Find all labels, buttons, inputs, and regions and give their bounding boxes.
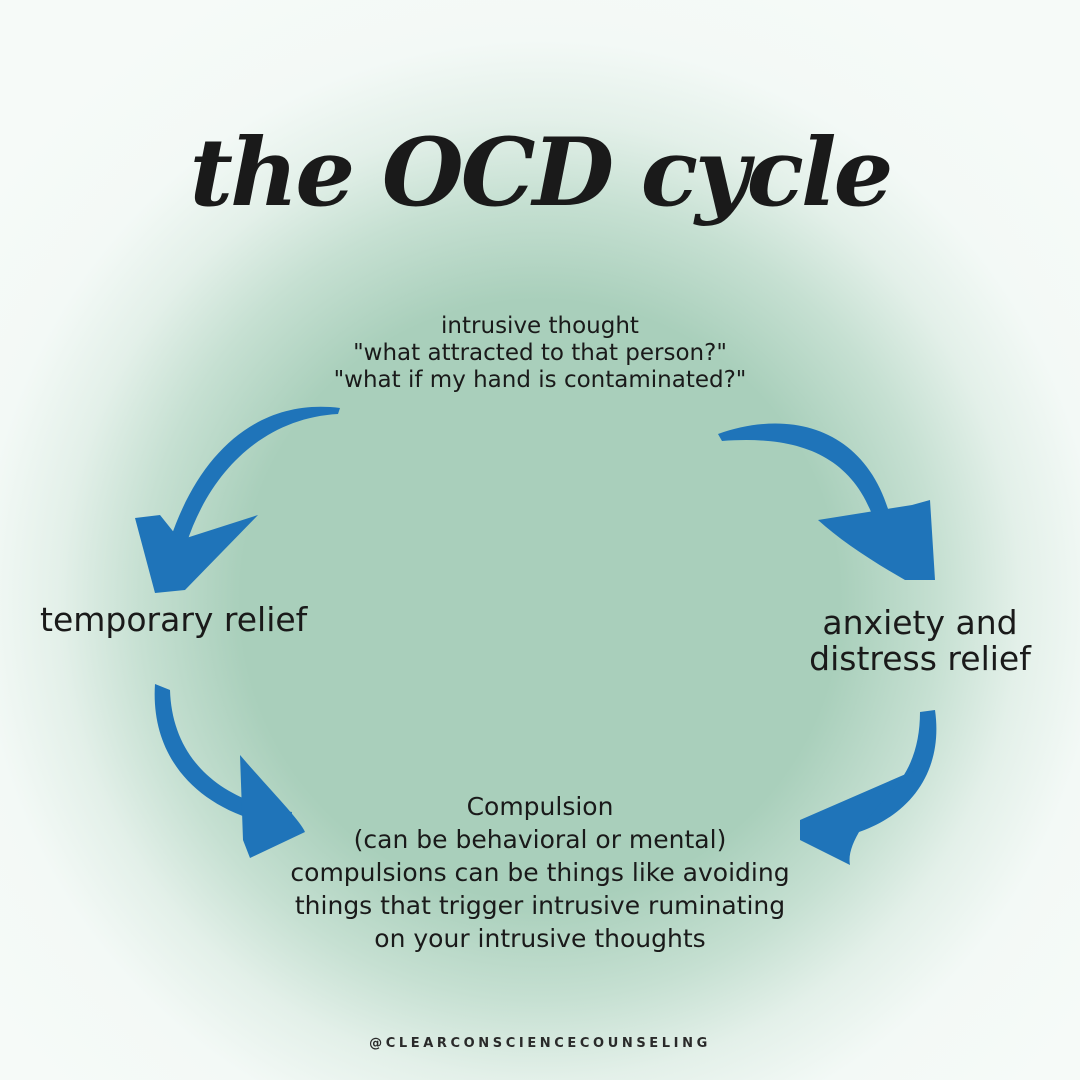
node-temporary-relief: temporary relief	[40, 600, 360, 639]
arrow-top-to-left	[135, 406, 340, 593]
node-bottom-line: compulsions can be things like avoiding	[290, 858, 790, 887]
node-intrusive-thought: intrusive thought "what attracted to tha…	[240, 313, 840, 394]
node-top-line: "what attracted to that person?"	[353, 340, 727, 366]
node-top-line: intrusive thought	[441, 313, 639, 339]
arrow-left-to-bottom	[154, 684, 305, 858]
node-left-line: temporary relief	[40, 600, 308, 639]
node-bottom-line: Compulsion	[466, 792, 614, 821]
diagram-title: the OCD cycle	[189, 118, 894, 228]
arrow-right-to-bottom	[800, 710, 937, 865]
node-compulsion: Compulsion (can be behavioral or mental)…	[230, 790, 850, 955]
node-right-line: distress relief	[809, 639, 1031, 678]
node-bottom-line: (can be behavioral or mental)	[353, 825, 727, 854]
node-anxiety-distress: anxiety and distress relief	[770, 605, 1070, 677]
node-right-line: anxiety and	[822, 603, 1018, 642]
node-bottom-line: things that trigger intrusive ruminating	[294, 891, 786, 920]
node-bottom-line: on your intrusive thoughts	[374, 924, 706, 953]
node-top-line: "what if my hand is contaminated?"	[333, 367, 747, 393]
arrow-top-to-right	[718, 423, 935, 580]
footer-handle: @CLEARCONSCIENCECOUNSELING	[369, 1036, 711, 1051]
